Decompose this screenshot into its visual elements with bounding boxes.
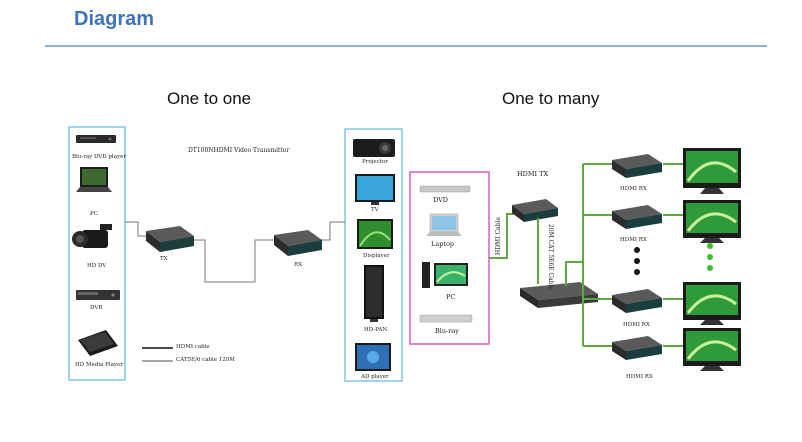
rx-box-1 [612,154,662,178]
tv-icon [355,174,395,205]
cat-cable-label: 20M CAT 5E6E Cable [547,224,554,290]
source-label-dvr: DVR [90,305,103,311]
source-label-bluray-2: Blu-ray [435,327,459,335]
ellipsis-dots-black [634,247,640,275]
page-title: Diagram [74,8,155,30]
dvd-player-icon [419,185,471,193]
legend-label-cat: CAT5E/6 cable 120M [176,357,235,363]
desktop-pc-icon [422,262,468,288]
display-label-ad-player: AD player [361,374,389,380]
rx-box-3 [612,289,662,313]
hdmi-tx-label: HDMI TX [517,170,549,178]
transmitter-title: DT100NHDMI Video Transmitter [188,147,290,154]
source-label-dvd: DVD [433,196,449,204]
one-to-one-rx-box [274,230,322,256]
projector-icon [353,139,395,157]
laptop-icon [76,167,112,192]
ad-player-icon [355,343,391,371]
legend-label-hdmi: HDMI cable [176,344,210,350]
rx-label: RX [294,262,303,268]
rx-label-2: HDMI RX [620,237,647,243]
dvr-icon [76,290,120,300]
one-to-one-display-frame [344,128,403,382]
display-label-hdpan: HD-PAN [364,327,388,333]
one-to-one-source-frame [68,126,126,381]
distribution-lines [565,163,683,347]
one-to-many-tx-box [512,199,558,222]
source-label-laptop: Laptop [431,240,455,248]
network-switch-icon [520,282,598,308]
source-label-pc-2: PC [446,293,456,301]
media-player-icon [78,330,118,356]
hdmi-cable-line [489,213,514,259]
monitor-icon-3 [683,282,741,325]
monitor-icon-1 [683,148,741,194]
title-divider [45,45,767,47]
signage-icon [364,265,384,322]
rx-label-1: HDMI RX [620,186,647,192]
bluray-player-icon [76,135,116,143]
display-label-projector: Projector [362,159,388,165]
rx-label-4: HDMI RX [626,374,653,380]
one-to-many-heading: One to many [502,89,600,108]
source-label-media-player: HD Media Player [75,362,123,368]
one-to-one-heading: One to one [167,89,252,108]
display-label-displayer: Displayer [363,253,390,259]
one-to-one-tx-box [146,226,194,252]
display-label-tv: TV [371,207,379,213]
monitor-icon-4 [683,328,741,371]
rx-label-3: HDMI RX [623,322,650,328]
one-to-one-cables [125,221,345,283]
source-label-bluray: Blu-ray DVD player [72,154,126,160]
hdmi-cable-label: HDMI Cable [495,217,502,255]
monitor-icon [357,219,393,249]
rx-box-4 [612,336,662,360]
ellipsis-dots-green [707,243,713,271]
tx-label: TX [160,256,168,262]
rx-box-2 [612,205,662,229]
bluray-player-icon-2 [419,314,473,323]
monitor-icon-2 [683,200,741,243]
laptop-icon-2 [426,213,462,236]
source-label-hddv: HD DV [87,263,107,269]
source-label-pc: PC [90,211,98,217]
camcorder-icon [72,224,112,248]
